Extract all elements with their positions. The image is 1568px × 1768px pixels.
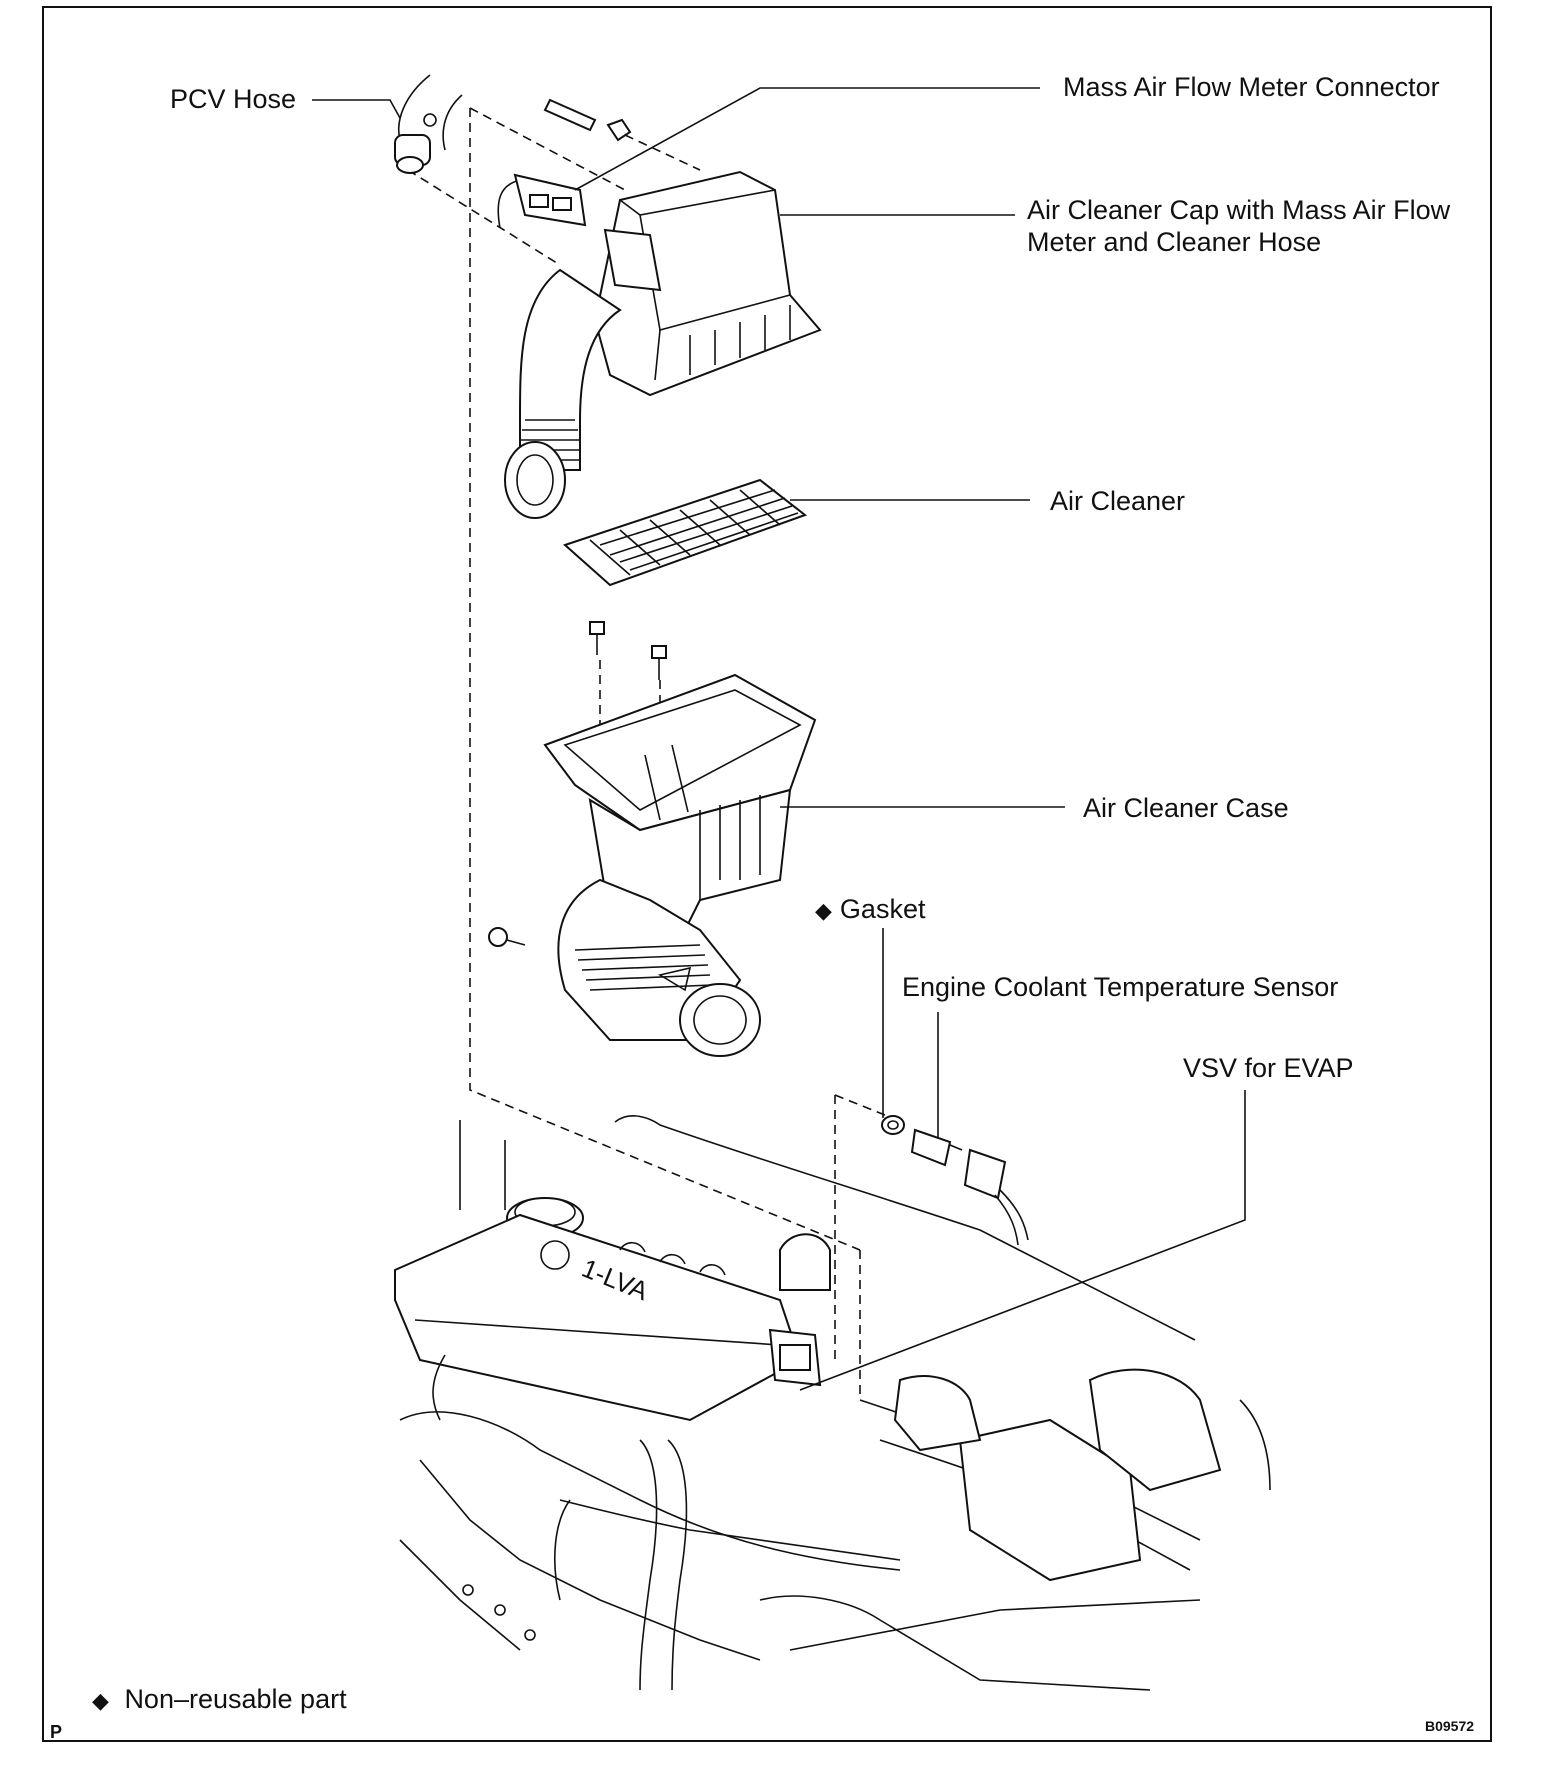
air-cleaner-cap-part <box>505 172 820 518</box>
ect-sensor-connector-part <box>965 1150 1028 1245</box>
label-pcv-hose: PCV Hose <box>170 84 297 114</box>
label-gasket-text: Gasket <box>839 894 926 924</box>
legend-text: Non–reusable part <box>124 1684 347 1714</box>
air-cleaner-filter-part <box>565 480 805 585</box>
label-air-cleaner-case: Air Cleaner Case <box>1083 793 1289 823</box>
case-bolt-right <box>652 646 666 680</box>
label-gasket: ◆ Gasket <box>815 894 925 926</box>
diamond-icon: ◆ <box>815 898 832 923</box>
label-vsv-evap: VSV for EVAP <box>1183 1053 1354 1083</box>
duct-bolt <box>489 928 525 946</box>
label-maf-connector: Mass Air Flow Meter Connector <box>1063 72 1440 102</box>
leader-lines <box>312 88 1245 1390</box>
leader-maf-connector <box>575 88 1040 190</box>
leader-vsv-evap <box>800 1090 1245 1390</box>
label-ect-sensor: Engine Coolant Temperature Sensor <box>902 972 1339 1002</box>
label-air-cleaner-cap: Air Cleaner Cap with Mass Air Flow Meter… <box>1027 195 1450 259</box>
ect-sensor-part <box>912 1130 962 1165</box>
pcv-hose-part <box>395 75 462 173</box>
fastener-nut <box>608 120 630 140</box>
gasket-part <box>882 1116 904 1134</box>
engine-assembly: 1-LVA <box>395 1116 1270 1690</box>
fastener-pin <box>545 100 595 130</box>
page-mark-p: P <box>50 1722 63 1742</box>
figure-code: B09572 <box>1425 1718 1475 1734</box>
label-air-cleaner-cap-line1: Air Cleaner Cap with Mass Air Flow <box>1027 195 1451 225</box>
case-bolt-left <box>590 622 604 655</box>
label-air-cleaner: Air Cleaner <box>1050 486 1186 516</box>
leader-pcv-hose <box>312 100 400 118</box>
legend-non-reusable: ◆ Non–reusable part <box>92 1684 347 1716</box>
air-cleaner-case-part <box>545 675 815 1056</box>
label-air-cleaner-cap-line2: Meter and Cleaner Hose <box>1027 226 1322 257</box>
diagram-frame <box>42 6 1492 1742</box>
maf-connector-part <box>498 175 585 228</box>
diamond-icon: ◆ <box>92 1688 109 1713</box>
